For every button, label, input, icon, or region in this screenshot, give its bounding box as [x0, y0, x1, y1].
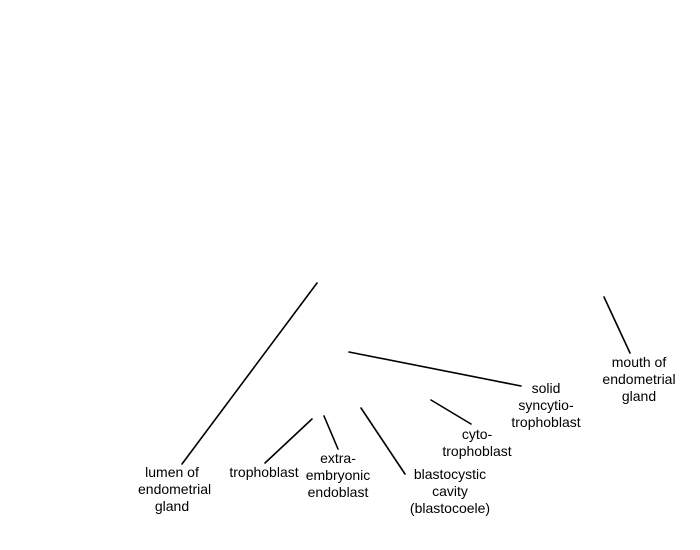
label-line: endometrial — [138, 481, 212, 497]
leader-line-mouth-of-endometrial-gland — [603, 296, 631, 354]
label-line: blastocystic — [413, 466, 487, 482]
label-line: extra- — [320, 450, 356, 466]
label-line: mouth of — [611, 354, 667, 370]
leader-line-blastocystic-cavity — [360, 407, 406, 475]
label-line: trophoblast — [511, 414, 581, 430]
label-trophoblast: trophoblast — [226, 464, 302, 481]
label-line: solid — [531, 380, 561, 396]
label-line: cavity — [432, 483, 468, 499]
label-line: (blastocoele) — [409, 500, 491, 516]
leader-line-lumen — [181, 282, 318, 465]
leader-line-trophoblast — [264, 418, 313, 464]
label-solid-syncytiotrophoblast: solid syncytio- trophoblast — [506, 380, 586, 431]
label-line: syncytio- — [518, 397, 574, 413]
label-cytotrophoblast: cyto- trophoblast — [436, 426, 518, 460]
label-extra-embryonic-endoblast: extra- embryonic endoblast — [302, 450, 374, 501]
label-blastocystic-cavity: blastocystic cavity (blastocoele) — [402, 466, 498, 517]
label-line: embryonic — [305, 467, 371, 483]
label-line: gland — [154, 498, 190, 514]
label-line: cyto- — [461, 426, 493, 442]
label-line: gland — [621, 388, 657, 404]
label-line: trophoblast — [442, 443, 512, 459]
label-lumen-of-endometrial-gland: lumen of endometrial gland — [138, 464, 212, 515]
leader-line-cytotrophoblast — [430, 399, 472, 425]
label-line: lumen of — [145, 464, 199, 480]
leader-line-extra-embryonic-endoblast — [323, 415, 339, 450]
label-mouth-of-endometrial-gland: mouth of endometrial gland — [596, 354, 682, 405]
label-line: trophoblast — [229, 464, 299, 480]
label-line: endoblast — [307, 484, 369, 500]
leader-line-solid-syncytiotrophoblast — [348, 351, 522, 387]
label-line: endometrial — [602, 371, 676, 387]
